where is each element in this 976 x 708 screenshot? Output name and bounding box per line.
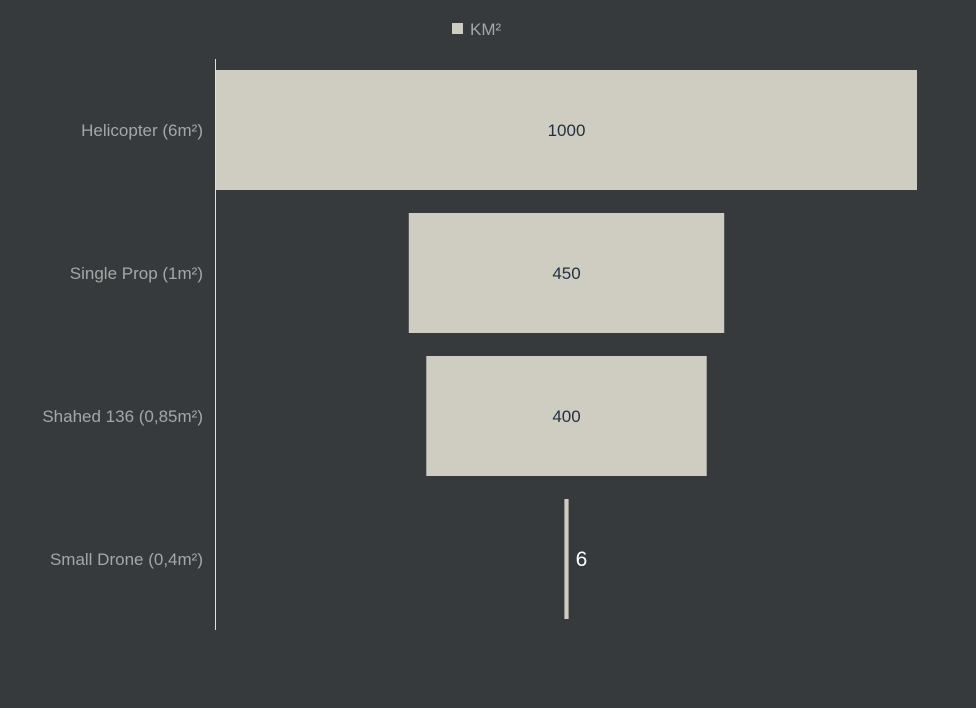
- category-label: Helicopter (6m²): [81, 121, 203, 140]
- funnel-bar: [426, 356, 707, 476]
- category-label: Single Prop (1m²): [70, 264, 203, 283]
- data-label: 450: [552, 264, 580, 283]
- legend-label: KM²: [470, 20, 502, 39]
- legend-swatch: [452, 23, 463, 34]
- funnel-bar: [564, 499, 569, 619]
- category-label: Small Drone (0,4m²): [50, 550, 203, 569]
- data-label: 400: [552, 407, 580, 426]
- funnel-bar: [216, 70, 917, 190]
- funnel-bar: [408, 213, 725, 333]
- category-label: Shahed 136 (0,85m²): [42, 407, 203, 426]
- data-label: 1000: [548, 121, 586, 140]
- data-label: 6: [576, 548, 588, 571]
- legend: KM²: [452, 20, 502, 39]
